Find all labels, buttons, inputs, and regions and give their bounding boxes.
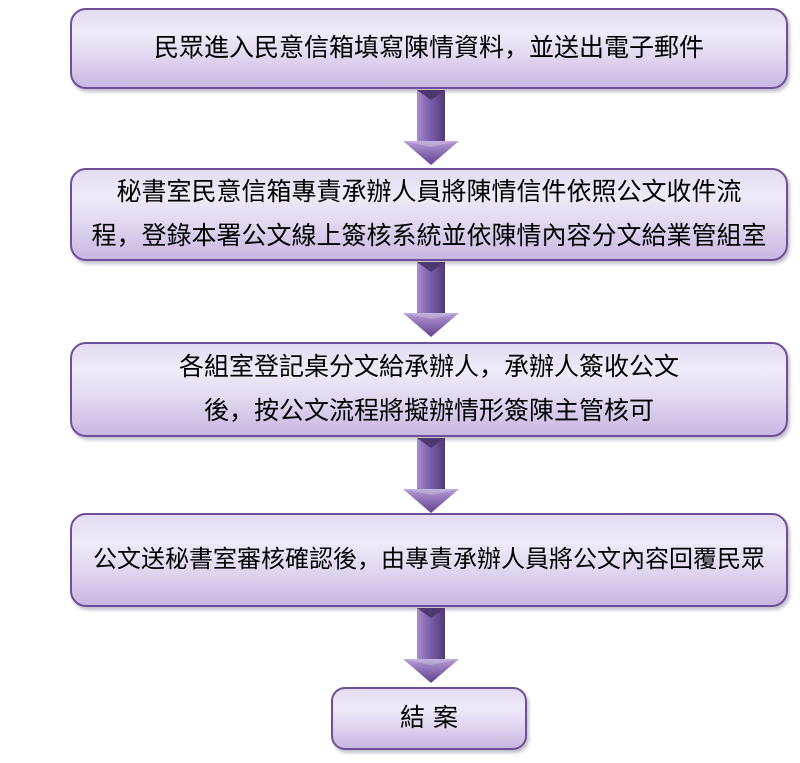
flow-step-5-box: 結案 (331, 687, 527, 750)
flow-step-2-box: 秘書室民意信箱專責承辦人員將陳情信件依照公文收件流 程，登錄本署公文線上簽核系統… (70, 168, 788, 261)
down-arrow-icon (403, 90, 459, 165)
down-arrow-icon (403, 262, 459, 337)
flow-step-4-box: 公文送秘書室審核確認後，由專責承辦人員將公文內容回覆民眾 (70, 513, 788, 607)
flow-step-3-text-line1: 各組室登記桌分文給承辦人，承辦人簽收公文 (178, 353, 679, 381)
flow-step-2-text-line2: 程，登錄本署公文線上簽核系統並依陳情內容分文給業管組室 (91, 222, 767, 250)
down-arrow-icon (403, 608, 459, 683)
flow-step-3-box: 各組室登記桌分文給承辦人，承辦人簽收公文 後，按公文流程將擬辦情形簽陳主管核可 (70, 342, 788, 437)
flow-step-1-text: 民眾進入民意信箱填寫陳情資料，並送出電子郵件 (153, 34, 704, 62)
flow-step-3-text-line2: 後，按公文流程將擬辦情形簽陳主管核可 (203, 397, 654, 425)
flow-step-2-text-line1: 秘書室民意信箱專責承辦人員將陳情信件依照公文收件流 (116, 178, 742, 206)
flow-step-1-box: 民眾進入民意信箱填寫陳情資料，並送出電子郵件 (70, 8, 788, 89)
flow-step-5-text: 結案 (399, 704, 466, 732)
down-arrow-icon (403, 438, 459, 513)
flow-step-4-text: 公文送秘書室審核確認後，由專責承辦人員將公文內容回覆民眾 (93, 547, 765, 573)
